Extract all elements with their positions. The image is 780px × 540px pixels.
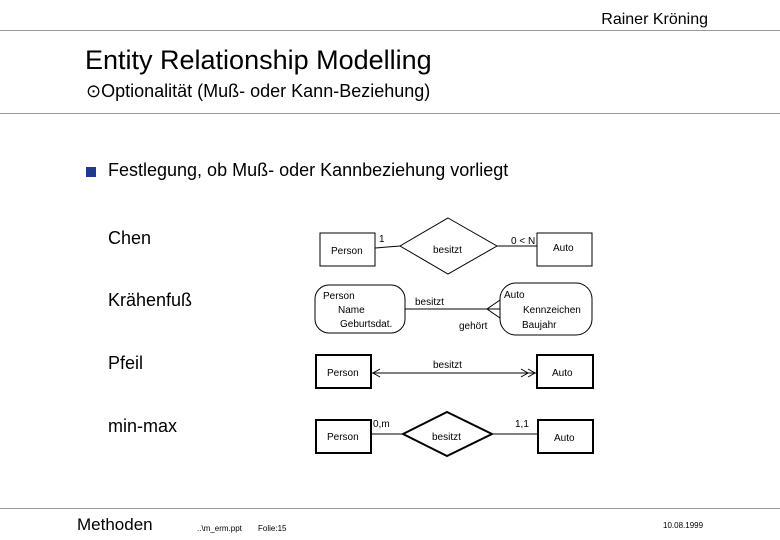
pfeil-arrow-right-1 [520, 368, 530, 378]
pfeil-entity-person [315, 354, 372, 389]
pfeil-diagram: Person Auto besitzt [315, 354, 594, 389]
kf-rel-forward: besitzt [415, 297, 444, 308]
footer-date: 10.08.1999 [663, 521, 704, 530]
mm-entity-person-label: Person [327, 432, 359, 443]
notation-label-pfeil: Pfeil [108, 353, 144, 373]
header-divider [0, 30, 780, 31]
kf-attr-baujahr: Baujahr [522, 320, 557, 331]
kf-entity-person-label: Person [323, 291, 355, 302]
subtitle-text: Optionalität (Muß- oder Kann-Beziehung) [101, 81, 431, 101]
chen-relationship-label: besitzt [433, 245, 462, 256]
footer-section: Methoden [77, 515, 153, 534]
chen-cardinality-left: 1 [379, 234, 385, 245]
chen-line-left [374, 245, 401, 249]
footer-divider [0, 508, 780, 509]
notation-diagrams: Person besitzt Auto 1 0 < N Person Name … [314, 217, 594, 458]
pfeil-entity-person-label: Person [327, 368, 359, 379]
kf-entity-auto-label: Auto [504, 290, 525, 301]
mm-entity-auto [537, 419, 594, 454]
chen-cardinality-right: 0 < N [511, 236, 535, 247]
footer-filename: ..\m_erm.ppt [197, 524, 242, 533]
kraehenfuss-diagram: Person Name Geburtsdat. Auto Kennzeichen… [314, 282, 593, 336]
chen-entity-auto-label: Auto [553, 243, 574, 254]
chen-entity-person-label: Person [331, 246, 363, 257]
kf-attr-geburtsdat: Geburtsdat. [340, 319, 392, 330]
slide-title: Entity Relationship Modelling [85, 45, 432, 75]
mm-cardinality-left: 0,m [373, 419, 390, 430]
kf-crows-foot [486, 299, 501, 319]
notation-label-min-max: min-max [108, 416, 178, 436]
notation-label-kraehenfuss: Krähenfuß [108, 290, 193, 310]
chen-entity-person [319, 232, 376, 267]
pfeil-relationship-label: besitzt [433, 360, 462, 371]
mm-entity-auto-label: Auto [554, 433, 575, 444]
kf-attr-kennzeichen: Kennzeichen [523, 305, 581, 316]
author-name: Rainer Kröning [601, 11, 708, 28]
mm-relationship-diamond [400, 410, 495, 458]
notation-label-chen: Chen [108, 228, 152, 248]
target-icon: ⊙ [86, 81, 102, 101]
mm-cardinality-right: 1,1 [515, 419, 529, 430]
min-max-diagram: Person besitzt Auto 0,m 1,1 [315, 410, 594, 458]
kf-rel-backward: gehört [459, 321, 488, 332]
title-divider [0, 113, 780, 114]
pfeil-entity-auto [536, 354, 594, 389]
chen-relationship-diamond [399, 217, 499, 275]
pfeil-arrow-right-2 [527, 368, 537, 378]
kf-attr-name: Name [338, 305, 365, 316]
pfeil-entity-auto-label: Auto [552, 368, 573, 379]
bullet-square-icon [86, 167, 96, 177]
mm-relationship-label: besitzt [432, 432, 461, 443]
slide-subtitle: ⊙Optionalität (Muß- oder Kann-Beziehung) [86, 81, 430, 102]
bullet-text: Festlegung, ob Muß- oder Kannbeziehung v… [108, 160, 509, 180]
mm-entity-person [315, 419, 372, 454]
chen-entity-auto [536, 232, 593, 267]
pfeil-arrow-left [371, 368, 381, 378]
footer-slide-number: Folie:15 [258, 524, 287, 533]
chen-diagram: Person besitzt Auto 1 0 < N [319, 217, 593, 275]
